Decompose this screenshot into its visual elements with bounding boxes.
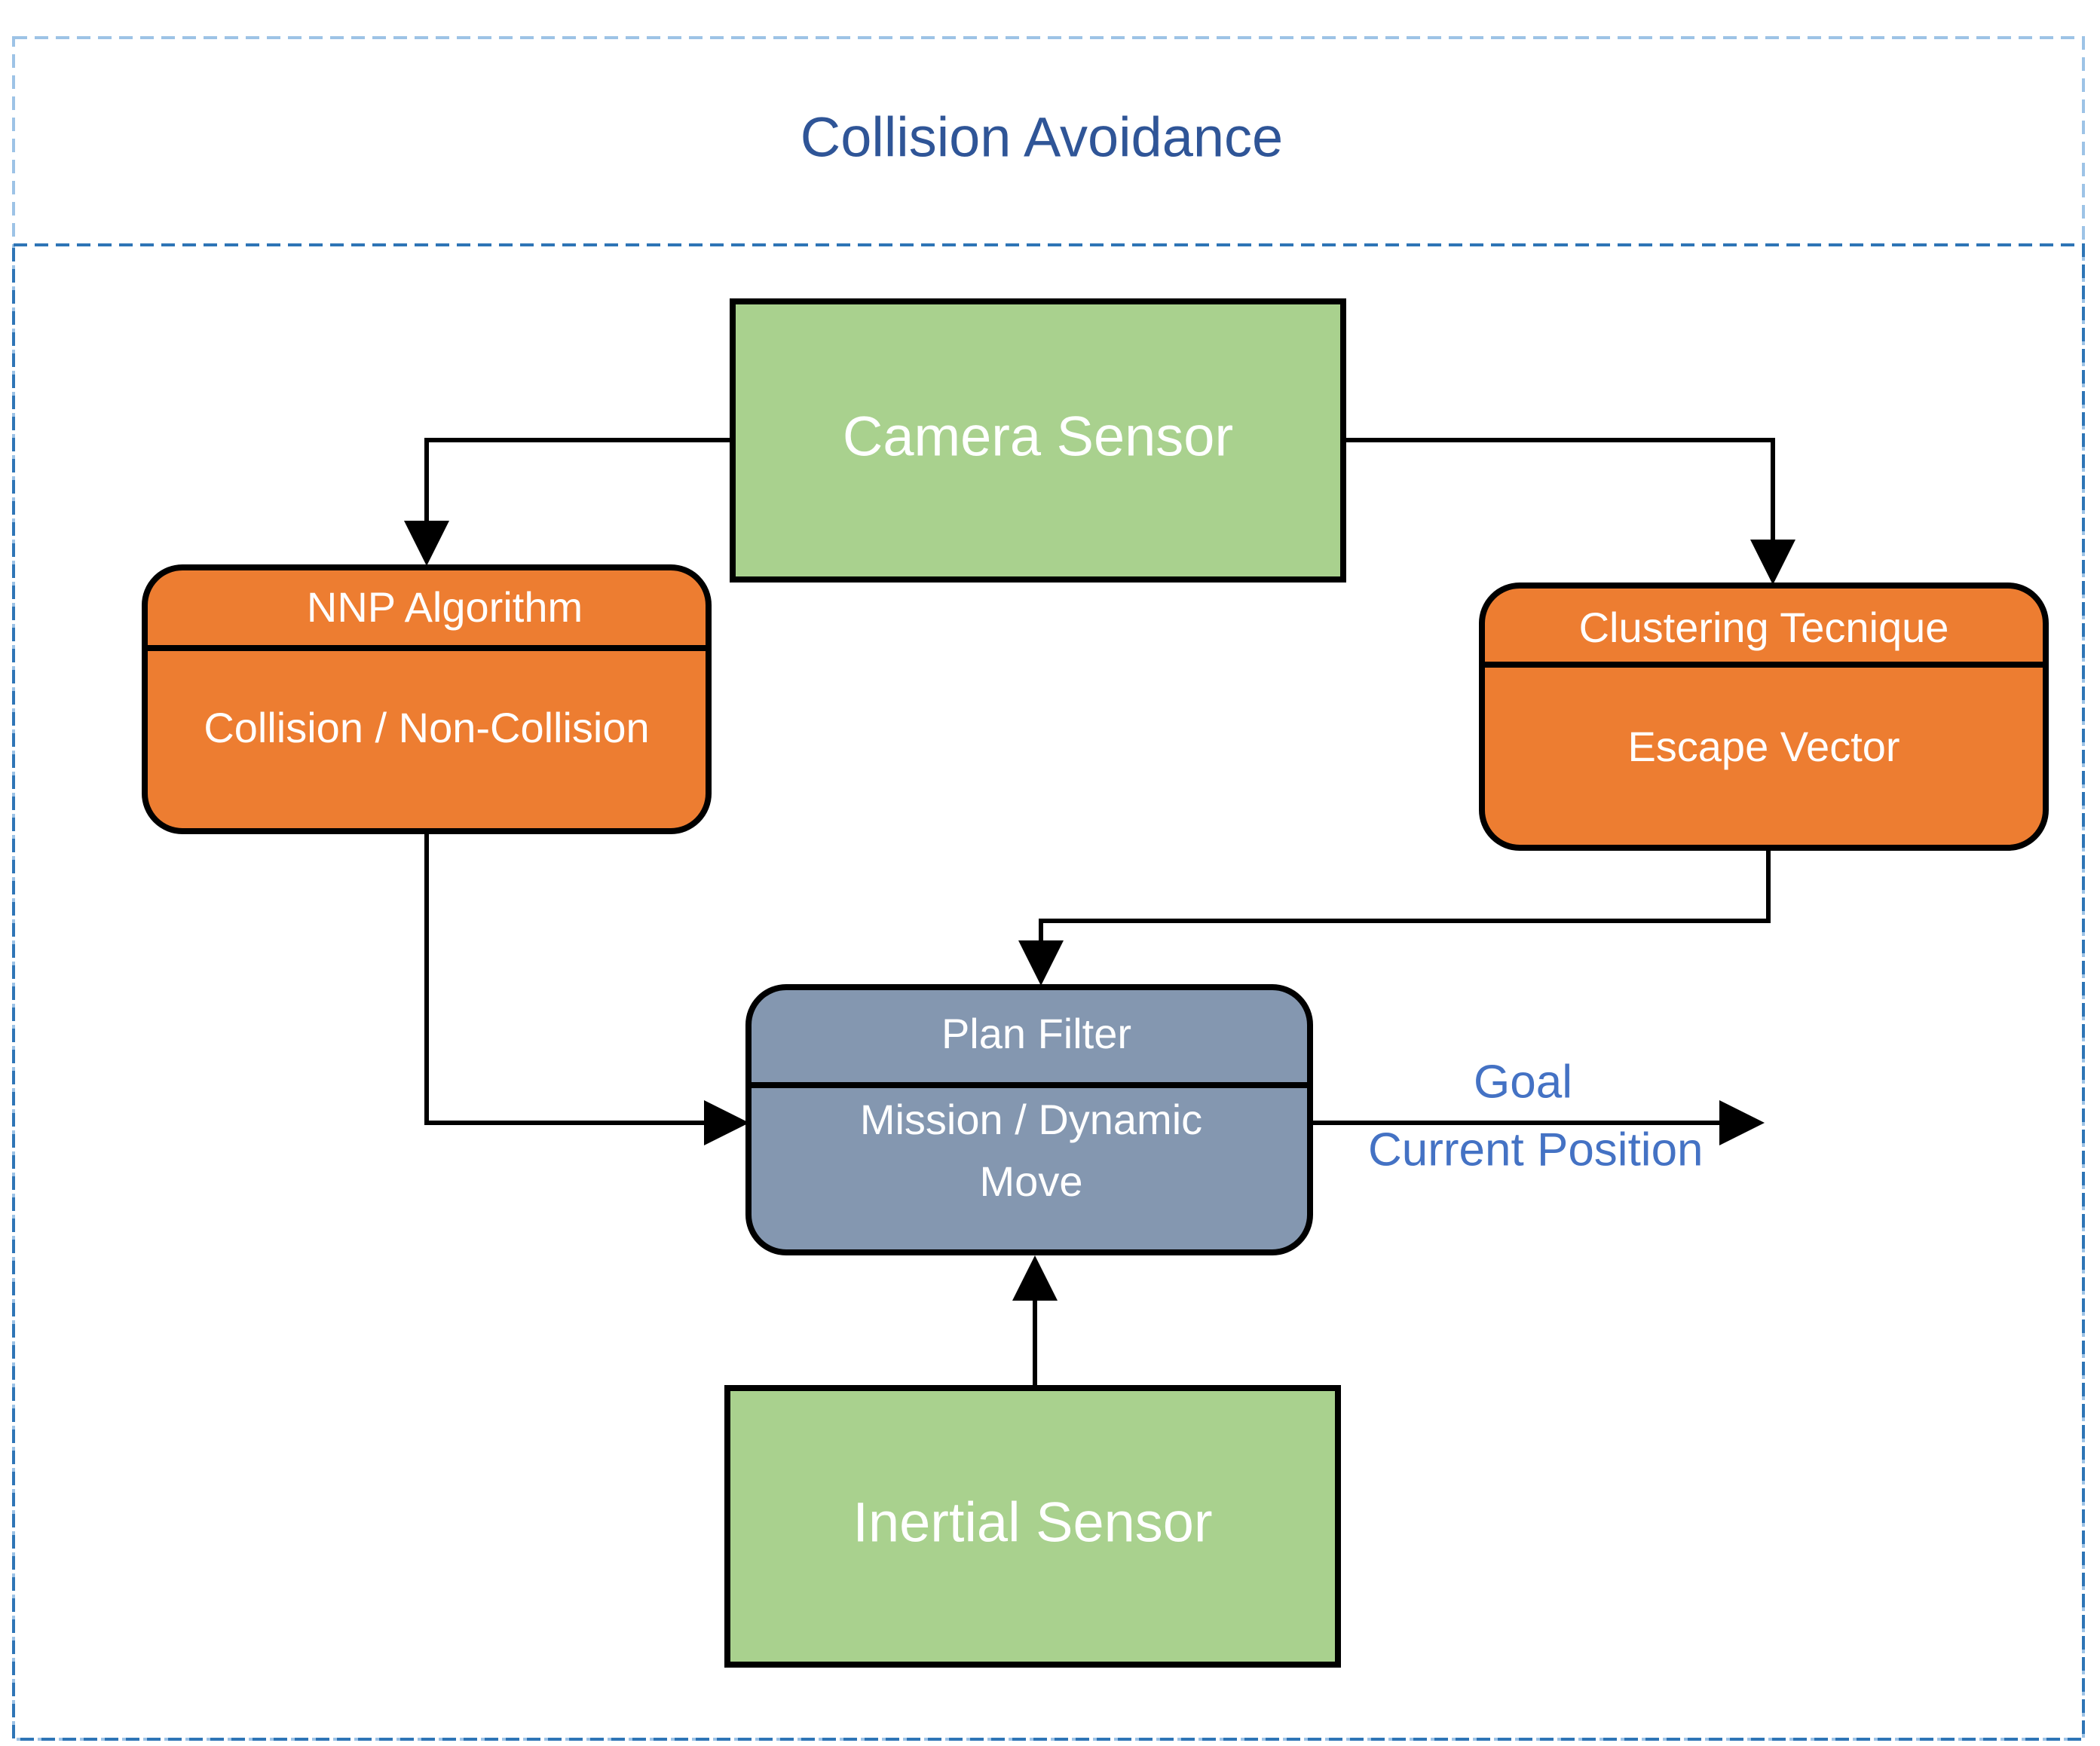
plan-filter-header: Plan Filter [941,1010,1131,1057]
edge-clustering-to-planfilter [1018,849,1771,986]
nnp-algorithm-header: NNP Algorithm [307,583,583,631]
current-position-label: Current Position [1368,1124,1704,1176]
nnp-algorithm-node: NNP Algorithm Collision / Non-Collision [142,564,712,834]
inner-frame [12,243,2085,1741]
plan-filter-body-line1: Mission / Dynamic [860,1096,1202,1143]
camera-sensor-node: Camera Sensor [730,298,1346,583]
nnp-algorithm-body: Collision / Non-Collision [204,704,649,751]
inertial-sensor-label: Inertial Sensor [853,1491,1212,1554]
edge-camera-to-nnp [404,438,730,566]
edges [404,438,1795,1388]
camera-sensor-label: Camera Sensor [843,405,1233,468]
diagram-title: Collision Avoidance [801,106,1283,169]
plan-filter-node: Plan Filter Mission / Dynamic Move [745,984,1313,1255]
edge-nnp-to-planfilter [424,832,749,1145]
clustering-node: Clustering Tecnique Escape Vector [1479,583,2049,851]
clustering-header: Clustering Tecnique [1579,604,1949,651]
clustering-body: Escape Vector [1627,723,1899,770]
edge-camera-to-clustering [1345,438,1795,585]
inertial-sensor-node: Inertial Sensor [724,1385,1341,1668]
goal-label: Goal [1474,1056,1572,1108]
plan-filter-body-line2: Move [980,1157,1083,1205]
